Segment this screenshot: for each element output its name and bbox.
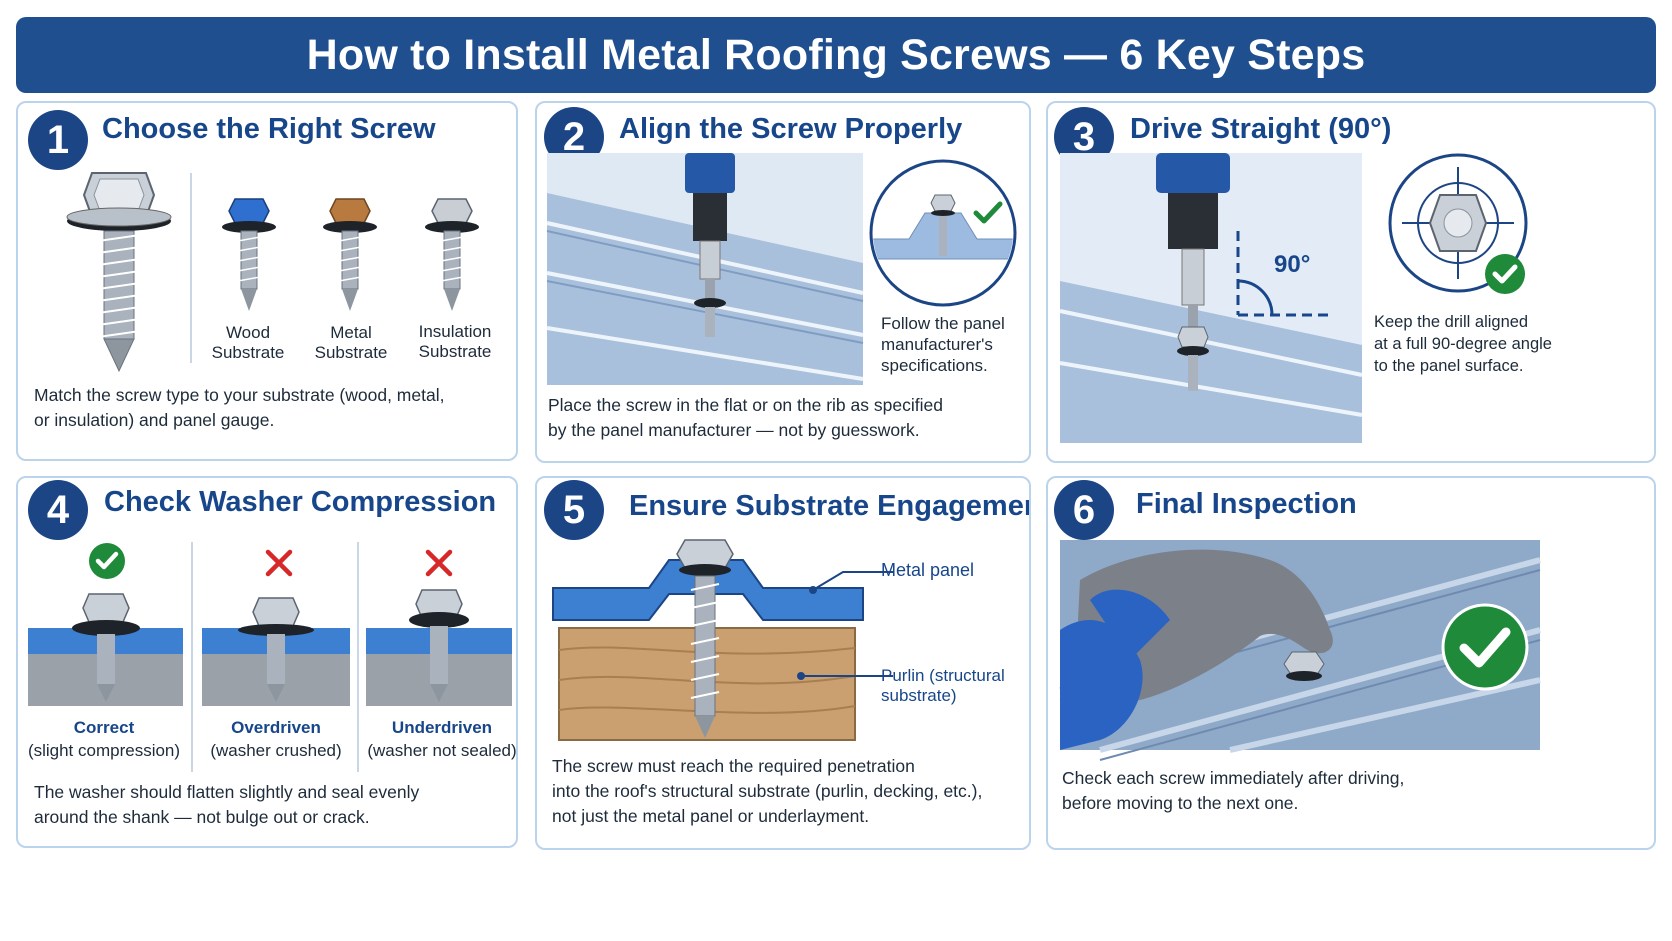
step-title: Choose the Right Screw	[102, 113, 436, 145]
divider	[190, 173, 192, 363]
step-number-badge: 1	[28, 110, 88, 170]
step-card-3: 3 Drive Straight (90°) 90° Keep the dril…	[1046, 101, 1656, 463]
step-card-2: 2 Align the Screw Properly	[535, 101, 1031, 463]
rib-detail-circle	[869, 159, 1017, 307]
substrate-cross-section	[552, 539, 893, 741]
roof-panel-drill-image	[546, 153, 864, 385]
top-view-circle	[1388, 153, 1528, 293]
step-caption: The screw must reach the required penetr…	[552, 756, 983, 826]
check-icon	[973, 201, 1003, 224]
cross-icon	[265, 549, 293, 577]
step-caption: Check each screw immediately after drivi…	[1062, 768, 1405, 813]
drill-straight-image	[1059, 153, 1363, 443]
step-title: Drive Straight (90°)	[1130, 113, 1392, 145]
washer-overdriven-image	[202, 597, 350, 706]
state-label-underdriven: Underdriven (washer not sealed)	[367, 718, 517, 760]
check-icon	[1441, 603, 1529, 691]
large-screw-icon	[66, 172, 172, 373]
step-caption: Place the screw in the flat or on the ri…	[548, 395, 943, 440]
step-title: Final Inspection	[1136, 488, 1357, 520]
callout-metal-panel: Metal panel	[881, 560, 975, 580]
title-banner: How to Install Metal Roofing Screws — 6 …	[16, 17, 1656, 93]
inspection-photo	[1059, 540, 1541, 761]
step-title: Align the Screw Properly	[619, 113, 963, 145]
step-title: Check Washer Compression	[104, 486, 497, 518]
washer-correct-image	[28, 593, 183, 706]
state-label-correct: Correct (slight compression)	[27, 718, 181, 760]
wood-screw-icon	[222, 198, 276, 311]
step-number-badge: 6	[1054, 480, 1114, 540]
step-card-4: 4 Check Washer Compression	[16, 476, 518, 848]
step-caption: The washer should flatten slightly and s…	[34, 782, 420, 827]
step-caption: Match the screw type to your substrate (…	[34, 385, 445, 430]
step-number-badge: 4	[28, 480, 88, 540]
insulation-screw-icon	[425, 198, 479, 311]
check-icon	[89, 543, 125, 579]
divider	[191, 542, 193, 772]
step-card-1: 1 Choose the Right Screw	[16, 101, 518, 461]
step-card-6: 6 Final Inspection Check each screw imme…	[1046, 476, 1656, 850]
step-card-5: 5 Ensure Substrate Engagement Metal pane…	[535, 476, 1031, 850]
page-title: How to Install Metal Roofing Screws — 6 …	[306, 30, 1366, 79]
check-icon	[1485, 254, 1525, 294]
state-label-overdriven: Overdriven (washer crushed)	[210, 718, 342, 760]
metal-screw-icon	[323, 198, 377, 311]
divider	[357, 542, 359, 772]
washer-underdriven-image	[366, 589, 512, 706]
step-number-badge: 5	[544, 480, 604, 540]
cross-icon	[425, 549, 453, 577]
step-title: Ensure Substrate Engagement	[629, 490, 1031, 522]
angle-label: 90°	[1274, 251, 1311, 278]
